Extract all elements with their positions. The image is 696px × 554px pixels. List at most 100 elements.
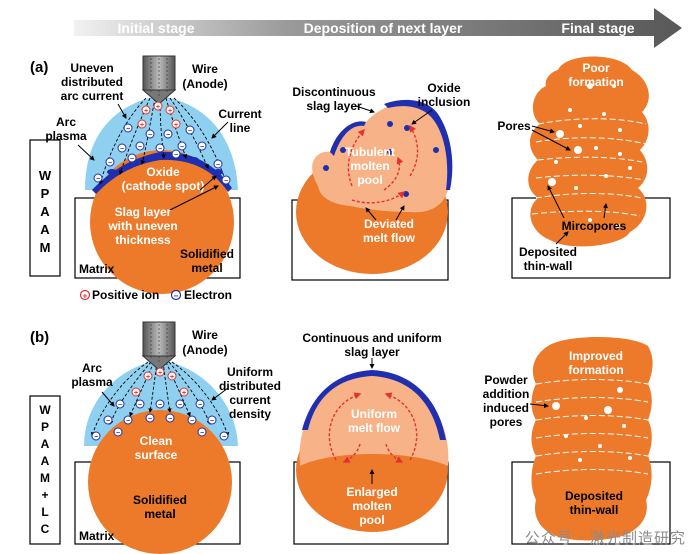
- panel-a-poor-label: Poor: [582, 61, 610, 75]
- panel-b-solidified-metal: [88, 410, 232, 554]
- panel-b-arc-plasma-label: Arc: [82, 361, 102, 375]
- electron-icon: [171, 149, 181, 159]
- panel-b-uniform-flow-label: melt flow: [348, 421, 401, 435]
- panel-b-deposited-label: Deposited: [565, 489, 623, 503]
- panel-a-solidified-label: metal: [191, 261, 222, 275]
- electron-icon: [195, 399, 205, 409]
- electron-icon: [105, 157, 115, 167]
- electron-symbol: −: [94, 434, 98, 441]
- panel-b-powder-label: pores: [490, 415, 523, 429]
- electron-symbol: −: [126, 418, 130, 425]
- panel-a-tag: (a): [30, 59, 48, 76]
- panel-b-process-letter: L: [41, 505, 48, 519]
- electron-symbol: −: [200, 144, 204, 151]
- positive-ion-symbol: +: [134, 390, 138, 397]
- panel-b-process-letter: P: [41, 420, 49, 434]
- panel-b-matrix-label: Matrix: [79, 529, 115, 543]
- positive-ion-icon: [131, 387, 141, 397]
- panel-b-enlarged-label: molten: [352, 499, 391, 513]
- panel-b-powder-label: Powder: [484, 373, 528, 387]
- panel-a-deviated-label: melt flow: [363, 231, 416, 245]
- electron-symbol: −: [96, 176, 100, 183]
- panel-b-powder-label: addition: [483, 387, 530, 401]
- electron-symbol: −: [168, 416, 172, 423]
- panel-a-process-letter: A: [40, 222, 50, 237]
- panel-a-oxide-label: (cathode spot): [122, 179, 205, 193]
- electron-symbol: −: [158, 146, 162, 153]
- panel-b-solidified-label: Solidified: [133, 493, 187, 507]
- panel-a-final-wall: [528, 56, 649, 247]
- electron-symbol: −: [198, 402, 202, 409]
- panel-a-uneven-arc-line: distributed: [61, 75, 123, 89]
- electron-icon: [197, 141, 207, 151]
- panel-a-wire: [141, 55, 177, 105]
- panel-a-slag-label: with uneven: [107, 219, 177, 233]
- panel-a-uneven-arc-line: arc current: [61, 89, 124, 103]
- electron-symbol: −: [118, 402, 122, 409]
- electron-icon: [175, 399, 185, 409]
- electron-symbol: −: [188, 128, 192, 135]
- positive-ion-symbol: +: [170, 374, 174, 381]
- panel-b-final-wall: [531, 337, 653, 541]
- electron-icon: [145, 129, 155, 139]
- positive-ion-symbol: +: [156, 104, 160, 111]
- stage-initial: Initial stage: [117, 20, 194, 36]
- panel-a-arc-plasma-line: Arc: [56, 115, 76, 129]
- electron-icon: [163, 129, 173, 139]
- panel-a-final-layers: [531, 118, 647, 217]
- positive-ion-icon: [143, 371, 153, 381]
- panel-a-slag-layer: [92, 151, 232, 194]
- panel-b-process-letter: +: [41, 488, 48, 502]
- electron-icon: [135, 399, 145, 409]
- panel-b-continuous-label: Continuous and uniform: [302, 331, 441, 345]
- electron-icon: [103, 415, 113, 425]
- panel-b-mid-pool: [299, 372, 449, 466]
- electron-symbol: −: [174, 292, 179, 301]
- electron-icon: [123, 123, 133, 133]
- panel-b-clean-label: surface: [135, 448, 178, 462]
- panel-a-poor-label: formation: [568, 75, 623, 89]
- legend-positive-label: Positive ion: [92, 288, 159, 302]
- panel-a-final-pores: [548, 83, 632, 228]
- electron-icon: [113, 427, 123, 437]
- electron-symbol: −: [178, 402, 182, 409]
- positive-ion-icon: [137, 119, 147, 129]
- panel-b-wire-label: (Anode): [182, 343, 227, 357]
- electron-icon: [219, 431, 229, 441]
- panel-b-clean-label: Clean: [140, 434, 173, 448]
- electron-icon: [117, 143, 127, 153]
- panel-b-mid-slag: [302, 370, 446, 440]
- electron-icon: [197, 427, 207, 437]
- positive-ion-icon: [167, 371, 177, 381]
- positive-ion-symbol: +: [182, 390, 186, 397]
- electron-symbol: −: [180, 144, 184, 151]
- panel-b-process-letter: W: [39, 403, 51, 417]
- positive-ion-symbol: +: [140, 122, 144, 129]
- electron-symbol: −: [120, 146, 124, 153]
- panel-a-wire-label: (Anode): [182, 77, 227, 91]
- panel-a-arc-plasma-line: plasma: [45, 129, 87, 143]
- panel-b-deposited-label: thin-wall: [570, 503, 619, 517]
- panel-b-continuous-label: slag layer: [344, 345, 400, 359]
- electron-symbol: −: [126, 126, 130, 133]
- panel-b-enlarged-label: Enlarged: [346, 485, 397, 499]
- watermark: 公众号 · 激光制造研究: [524, 529, 686, 547]
- electron-symbol: −: [216, 162, 220, 169]
- electron-icon: [165, 413, 175, 423]
- panel-a-slag-label: Slag layer: [115, 205, 172, 219]
- electron-symbol: −: [106, 418, 110, 425]
- electron-icon: [115, 399, 125, 409]
- electron-icon: [127, 153, 137, 163]
- positive-ion-symbol: +: [146, 374, 150, 381]
- panel-a-solidified-metal: [90, 150, 234, 294]
- panel-b-process-letter: A: [41, 437, 50, 451]
- electron-icon: [170, 289, 182, 301]
- positive-ion-icon: [155, 367, 165, 377]
- electron-icon: [213, 159, 223, 169]
- electron-icon: [155, 143, 165, 153]
- panel-b-enlarged-label: pool: [359, 513, 384, 527]
- positive-ion-icon: [153, 101, 163, 111]
- electron-symbol: −: [190, 418, 194, 425]
- panel-a-tubulent-label: Tubulent: [345, 145, 395, 159]
- panel-a-deviated-label: Deviated: [364, 217, 414, 231]
